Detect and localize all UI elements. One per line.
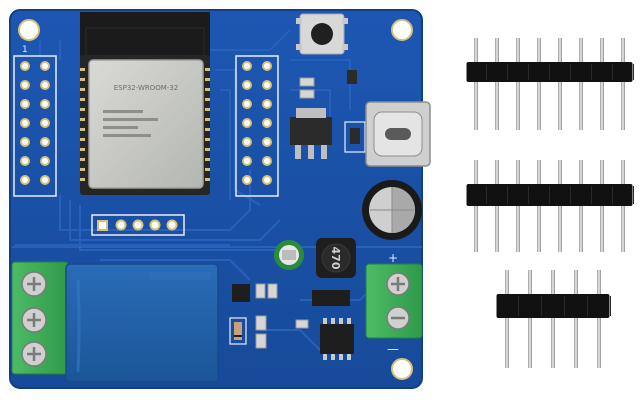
relay-screw-terminal (11, 261, 69, 375)
mounting-hole (391, 358, 413, 380)
header-pin (528, 270, 532, 368)
header-pin (474, 38, 478, 130)
transistor (232, 284, 250, 302)
mounting-hole (391, 19, 413, 41)
header-pin (600, 38, 604, 130)
pin-headers (466, 38, 634, 252)
five-pin-pads (91, 214, 185, 236)
smd-resistor (255, 283, 266, 299)
header-pin (537, 38, 541, 130)
smd-resistor (267, 283, 278, 299)
header-pin (495, 38, 499, 130)
inductor-marking: 470 (329, 247, 342, 270)
esp32-module: ESP32-WROOM-32 (80, 12, 210, 195)
smd-component (347, 70, 357, 84)
relay (65, 263, 219, 383)
smd-resistor (255, 315, 267, 331)
terminal-minus-label: — (387, 342, 399, 356)
module-antenna (80, 12, 210, 60)
short-pin-header (496, 270, 611, 368)
mounting-hole (18, 19, 40, 41)
module-shield (88, 59, 204, 189)
module-marking: ESP32-WROOM-32 (114, 84, 179, 92)
header-body (496, 294, 610, 318)
smd-resistor (255, 333, 267, 349)
inductor: 470 (316, 238, 356, 278)
header-pin (505, 270, 509, 368)
smd-resistor (299, 77, 315, 87)
header-pin (551, 270, 555, 368)
header-pin (558, 38, 562, 130)
reset-button (296, 13, 348, 55)
soic-chip (320, 318, 354, 360)
small-capacitor (274, 240, 304, 270)
pin-header-5 (496, 270, 611, 368)
header-pin (574, 270, 578, 368)
left-pin-pads: 1 (13, 45, 57, 197)
header-pin (516, 38, 520, 130)
terminal-plus-label: + (388, 251, 398, 265)
pin1-marker: 1 (22, 45, 28, 55)
right-pin-pads (235, 55, 279, 197)
voltage-regulator (290, 108, 332, 159)
smd-resistor (299, 89, 315, 99)
pin-header-8-top (466, 38, 634, 130)
smd-diode (312, 290, 350, 306)
pin-header-8-bottom (466, 160, 634, 252)
electrolytic-capacitor (362, 180, 422, 240)
header-pin (579, 38, 583, 130)
smd-resistor (295, 319, 309, 329)
smd-diode (350, 128, 360, 144)
diode (234, 322, 242, 340)
power-screw-terminal: + — (365, 251, 423, 356)
usb-c-port (365, 101, 431, 167)
header-pin (597, 270, 601, 368)
header-pin (621, 38, 625, 130)
